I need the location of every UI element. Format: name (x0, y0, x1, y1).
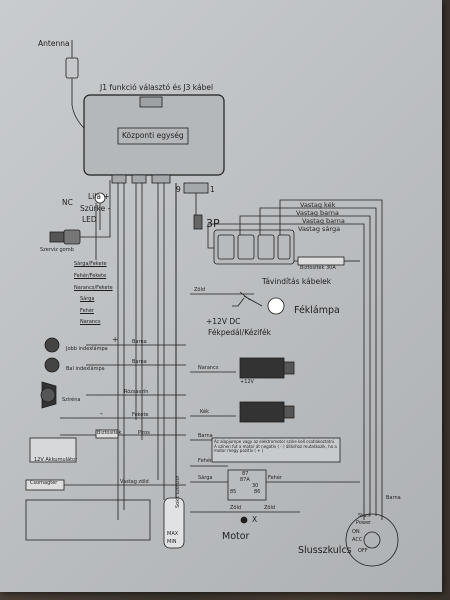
pin1-label: 1 (210, 185, 215, 194)
3p-label: 3P (206, 217, 220, 230)
siren-label: Sziréna (62, 397, 81, 403)
vastag-sarga-label: Vastag sárga (298, 225, 341, 233)
shock-sensor-icon (163, 497, 185, 549)
right-indicator-label: Jobb indexlámpa (66, 346, 108, 352)
antenna-box (65, 57, 79, 79)
battery-label: 12V Akkumulátor (34, 457, 78, 463)
left-indicator-label: Bal indexlámpa (66, 366, 105, 372)
relay-kek (239, 401, 285, 423)
wire-fekete: Fekete (132, 412, 149, 418)
remote-cables-label: Távindítás kábelek (262, 277, 332, 286)
wire-piros: Piros (138, 430, 150, 436)
plus12v-label: +12V (240, 379, 254, 385)
3p-connector (193, 214, 203, 230)
ignition-key-icon (345, 513, 399, 567)
wire-barna-3: Barna (198, 433, 213, 439)
fuse-30a-icon (297, 256, 345, 266)
wire-feher: Fehér (80, 308, 94, 314)
wire-zold-2: Zöld (230, 505, 242, 511)
antenna-label: Antenna (38, 39, 70, 48)
relay-pin-30: 30 (252, 483, 259, 489)
wire-vastag-zold: Vastag zöld (120, 479, 149, 485)
wire-feher-fekete: Fehér/Fekete (74, 273, 107, 279)
antenna-cable (71, 78, 85, 129)
service-button-label: Szerviz gomb (40, 247, 74, 253)
led-label: LED (82, 215, 97, 224)
szurke-label: Szürke - (80, 204, 111, 213)
vastag-barna-label-2: Vastag barna (302, 217, 345, 225)
pin9-label: 9 (176, 185, 181, 194)
wire-narancs-2: Narancs (198, 365, 219, 371)
key-off: OFF (358, 548, 368, 554)
note-text: Az alapjumpe vagy az elektromotor színe … (214, 439, 337, 454)
key-acc: ACC (352, 537, 363, 543)
wire-kek: Kék (200, 409, 210, 415)
brake-lamp-label: Féklámpa (294, 305, 340, 316)
service-button-icon (63, 229, 81, 245)
shock-sensor-label: Sokk szenzor (175, 475, 181, 508)
j1-connector (139, 96, 163, 108)
left-indicator-icon (44, 357, 60, 373)
manual-page: Antenna J1 funkció választó és J3 kábel … (0, 0, 442, 592)
wire-barna-2: Barna (132, 359, 147, 365)
key-power: Power (356, 520, 372, 526)
relay-narancs (239, 357, 285, 379)
wire-barna-1: Barna (132, 339, 147, 345)
x-label: X (252, 515, 258, 524)
sensor-min: MIN (167, 539, 177, 545)
fuse-label: Biztosíték 30A (300, 265, 336, 271)
fuse-small-label: Biztosíték (97, 430, 122, 436)
wire-rozsaszin: Rózsaszín (124, 389, 149, 395)
trunk-label: Csomagtér (30, 480, 58, 486)
wire-narancs-fekete: Narancs/Fekete (74, 285, 113, 291)
sensor-max: MAX (167, 531, 179, 537)
wire-zold-3: Zöld (264, 505, 276, 511)
relay-pin-86: 86 (254, 489, 261, 495)
wire-feher-2: Fehér (198, 458, 212, 464)
key-on: ON (352, 529, 360, 535)
relay-pin-87a: 87A (240, 477, 250, 483)
wire-sarga-2: Sárga (198, 475, 213, 481)
connector-9-1 (183, 182, 209, 194)
ignition-label: Slusszkulcs (298, 545, 352, 556)
battery-icon (29, 437, 77, 463)
plus12dc-label: +12V DC (206, 317, 241, 326)
wire-narancs: Narancs (80, 319, 101, 325)
right-indicator-icon (44, 337, 60, 353)
plus-sign: + (112, 335, 119, 344)
relay-pin-85: 85 (230, 489, 237, 495)
brake-lamp-icon (267, 297, 285, 315)
central-unit-label-box (117, 127, 189, 145)
central-unit-label: Központi egység (122, 131, 184, 140)
motor-label: Motor (222, 531, 250, 542)
wire-feher-3: Fehér (268, 475, 282, 481)
minus-sign: - (100, 409, 103, 418)
key-start: Start (358, 513, 371, 519)
wire-barna-4: Barna (386, 495, 401, 501)
vastag-barna-label-1: Vastag barna (296, 209, 339, 217)
relay-pin-87: 87 (242, 471, 249, 477)
lila-label: Lila + (88, 192, 110, 201)
vastag-kek-label: Vastag kék (300, 201, 336, 209)
wire-zold: Zöld (194, 287, 206, 293)
wiring-diagram (25, 40, 399, 567)
wire-sarga: Sárga (80, 296, 95, 302)
wire-sarga-fekete: Sárga/Fekete (74, 261, 107, 267)
starter-relay (227, 469, 267, 501)
j1-label: J1 funkció választó és J3 kábel (100, 83, 214, 92)
brake-pedal-label: Fékpedál/Kézifék (208, 328, 271, 337)
nc-label: NC (62, 198, 73, 207)
